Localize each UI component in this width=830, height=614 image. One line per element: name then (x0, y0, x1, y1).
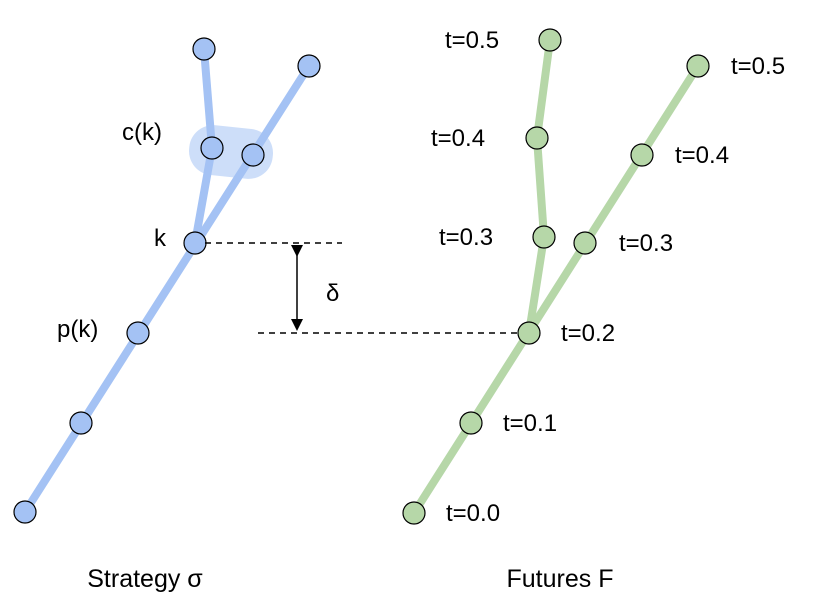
future-label: t=0.4 (675, 142, 729, 169)
future-label: t=0.3 (439, 224, 493, 251)
delta-label: δ (326, 280, 339, 307)
strategy-node (13, 500, 37, 524)
future-label: t=0.2 (561, 320, 615, 347)
delta-indicator: δ (205, 242, 520, 334)
label-parent: p(k) (57, 316, 98, 343)
label-children: c(k) (122, 119, 162, 146)
future-node (538, 28, 562, 52)
strategy-caption: Strategy σ (87, 565, 203, 593)
strategy-node-k (183, 231, 207, 255)
futures-branch-left (525, 233, 548, 337)
future-label: t=0.1 (503, 410, 557, 437)
strategy-node-child (200, 136, 224, 160)
future-node (532, 225, 556, 249)
strategy-node-top (297, 54, 321, 78)
future-node-branch (517, 321, 541, 345)
future-node (686, 54, 710, 78)
futures-caption: Futures F (507, 565, 614, 593)
futures-main-branch (410, 62, 702, 517)
futures-branch-left (533, 134, 548, 241)
future-node (459, 411, 483, 435)
future-node (573, 231, 597, 255)
strategy-node (69, 411, 93, 435)
strategy-main-branch (21, 62, 313, 516)
strategy-tree: c(k) k p(k) (13, 37, 321, 524)
strategy-node-parent (126, 321, 150, 345)
label-node-k: k (154, 225, 167, 252)
future-label: t=0.0 (446, 500, 500, 527)
future-label: t=0.5 (445, 27, 499, 54)
future-node (525, 126, 549, 150)
future-label: t=0.3 (619, 230, 673, 257)
future-node (402, 501, 426, 525)
strategy-child-branch-upper (200, 45, 216, 152)
futures-branch-left (533, 36, 554, 142)
future-label: t=0.4 (431, 125, 485, 152)
strategy-node-child (241, 143, 265, 167)
strategy-child-branch (191, 144, 216, 247)
future-label: t=0.5 (731, 53, 785, 80)
future-node (630, 143, 654, 167)
strategy-node-top (192, 37, 216, 61)
futures-tree: t=0.0 t=0.1 t=0.2 t=0.3 t=0.3 t=0.4 t=0.… (402, 27, 785, 527)
